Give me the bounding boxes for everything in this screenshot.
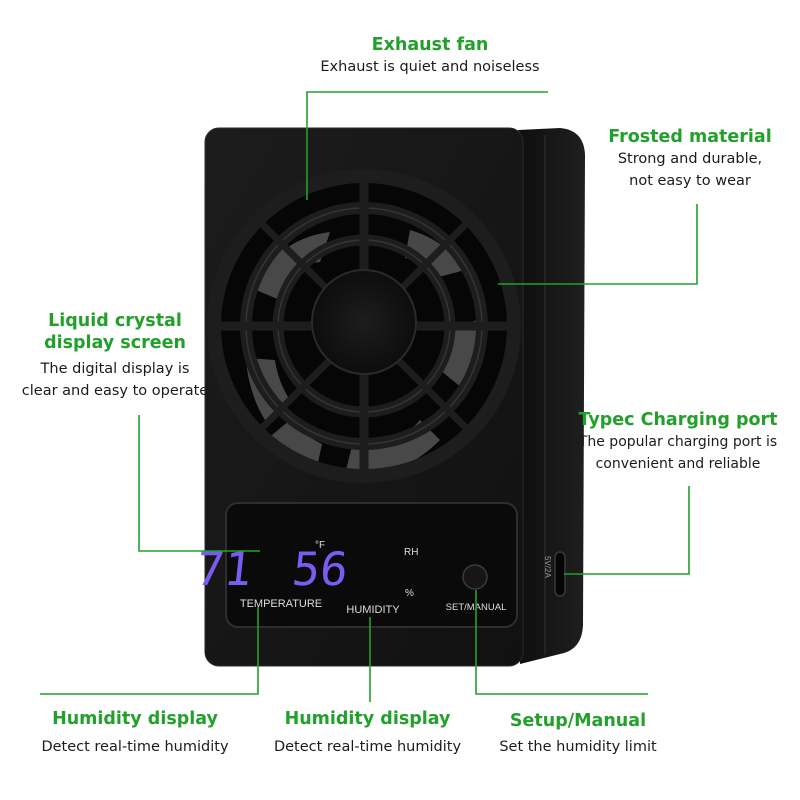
annotation-title: Exhaust fan bbox=[371, 35, 489, 55]
callout-line-frosted bbox=[498, 204, 698, 285]
humidity-reading: 56 bbox=[290, 542, 351, 596]
annotation-desc-line-1: The popular charging port is bbox=[578, 434, 778, 450]
annotation-exhaust-fan: Exhaust fan Exhaust is quiet and noisele… bbox=[270, 34, 590, 78]
annotation-setup-manual: Setup/Manual Set the humidity limit bbox=[478, 710, 678, 758]
annotation-desc: Detect real-time humidity bbox=[273, 739, 462, 755]
annotation-title-line-1: Liquid crystal bbox=[48, 311, 182, 331]
annotation-desc-line-1: Strong and durable, bbox=[617, 151, 763, 167]
annotation-title: Humidity display bbox=[52, 709, 218, 729]
annotation-humidity-display-left: Humidity display Detect real-time humidi… bbox=[20, 708, 250, 758]
annotation-lcd-screen: Liquid crystal display screen The digita… bbox=[0, 310, 230, 402]
annotation-title: Typec Charging port bbox=[578, 410, 778, 430]
annotation-humidity-display-center: Humidity display Detect real-time humidi… bbox=[250, 708, 485, 758]
lcd-panel bbox=[225, 502, 518, 628]
exhaust-fan-grill bbox=[207, 169, 521, 483]
device-side bbox=[518, 128, 585, 664]
callout-line-lcd bbox=[138, 415, 260, 552]
annotation-desc-line-2: clear and easy to operate bbox=[21, 383, 209, 399]
annotation-desc-line-2: convenient and reliable bbox=[595, 456, 761, 472]
annotation-title: Humidity display bbox=[284, 709, 451, 729]
annotation-desc-line-1: The digital display is bbox=[40, 361, 190, 377]
annotation-title: Setup/Manual bbox=[509, 711, 647, 731]
callout-line-setup bbox=[475, 590, 648, 695]
annotation-desc: Set the humidity limit bbox=[499, 739, 657, 755]
temperature-unit: °F bbox=[315, 540, 325, 551]
annotation-desc: Exhaust is quiet and noiseless bbox=[320, 59, 540, 75]
annotation-title-line-2: display screen bbox=[44, 333, 186, 353]
typec-port[interactable] bbox=[554, 551, 566, 597]
annotation-desc-line-2: not easy to wear bbox=[629, 173, 751, 189]
annotation-title: Frosted material bbox=[608, 127, 772, 147]
callout-lines bbox=[40, 91, 698, 702]
annotation-frosted-material: Frosted material Strong and durable, not… bbox=[590, 126, 790, 192]
port-rating-label: 5V/2A bbox=[543, 556, 552, 578]
callout-line-exhaust bbox=[306, 91, 548, 200]
temperature-reading: 71 bbox=[194, 542, 255, 596]
set-manual-button[interactable] bbox=[462, 564, 488, 590]
humidity-unit-rh: RH bbox=[404, 547, 418, 558]
callout-line-typec bbox=[564, 486, 690, 575]
humidity-label: HUMIDITY bbox=[346, 604, 400, 616]
temperature-label: TEMPERATURE bbox=[240, 598, 322, 610]
callout-line-humidity-left bbox=[40, 607, 259, 695]
annotation-desc: Detect real-time humidity bbox=[41, 739, 229, 755]
humidity-unit-percent: % bbox=[405, 588, 414, 599]
annotation-typec-port: Typec Charging port The popular charging… bbox=[556, 409, 800, 475]
fan-hub bbox=[311, 269, 417, 375]
